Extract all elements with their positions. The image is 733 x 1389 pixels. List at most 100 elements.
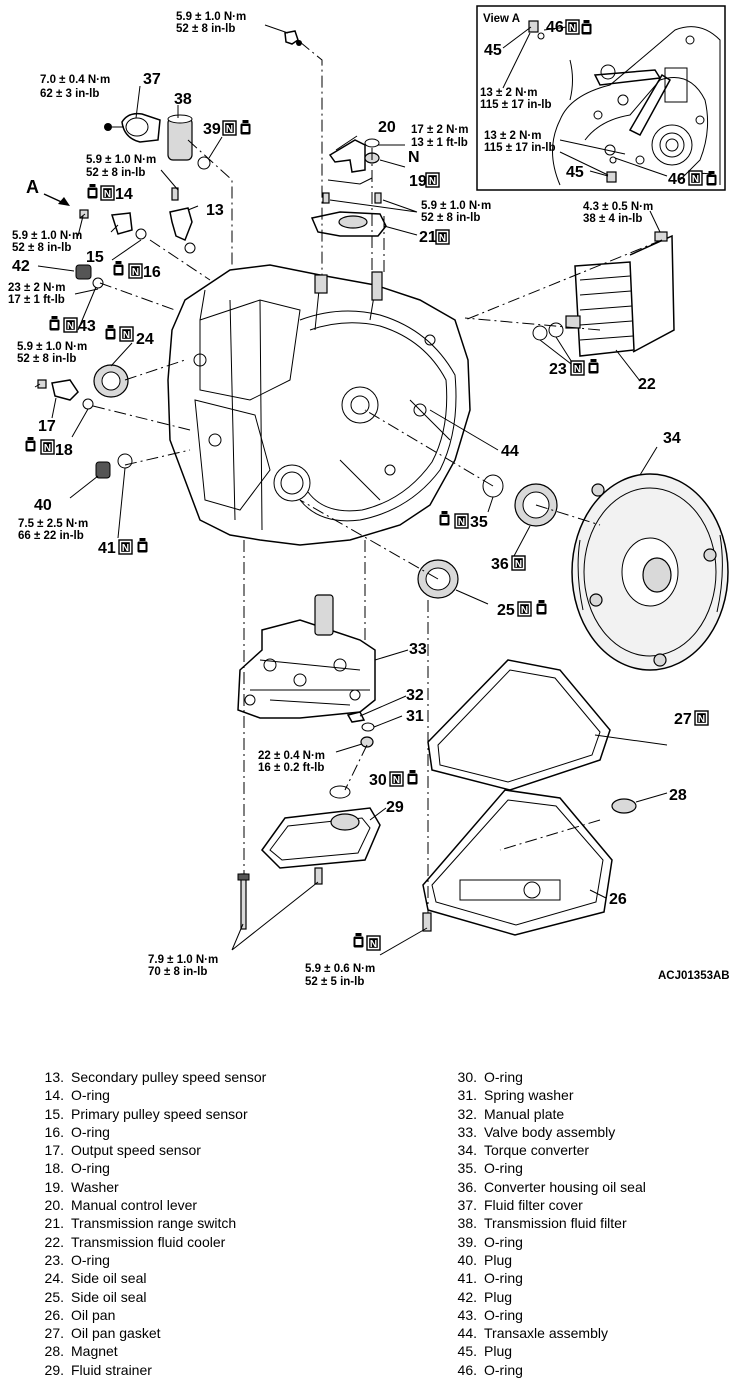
legend-number: 27. xyxy=(44,1325,64,1342)
callout-44: 44 xyxy=(501,443,519,460)
legend-item: 14.O-ring xyxy=(34,1086,266,1104)
svg-text:22 ± 0.4 N·m: 22 ± 0.4 N·m xyxy=(258,750,325,762)
callout-29: 29 xyxy=(386,799,404,816)
legend-item: 35.O-ring xyxy=(447,1159,646,1177)
legend-number: 45. xyxy=(457,1343,477,1360)
callout-19-n: N xyxy=(408,149,420,166)
legend-number: 36. xyxy=(457,1178,477,1195)
callout-22: 22 xyxy=(638,376,656,393)
callout-20: 20 xyxy=(378,119,396,136)
callout-37: 37 xyxy=(143,71,161,88)
legend-number: 38. xyxy=(457,1215,477,1232)
callout-28: 28 xyxy=(669,787,687,804)
svg-text:7.0 ± 0.4 N·m: 7.0 ± 0.4 N·m xyxy=(40,74,110,86)
callout-24: 24 xyxy=(136,331,154,348)
svg-text:52 ± 8 in-lb: 52 ± 8 in-lb xyxy=(17,353,76,365)
legend-item: 31.Spring washer xyxy=(447,1086,646,1104)
svg-text:5.9 ± 1.0 N·m: 5.9 ± 1.0 N·m xyxy=(17,341,87,353)
legend-number: 31. xyxy=(457,1087,477,1104)
svg-text:17 ± 1 ft-lb: 17 ± 1 ft-lb xyxy=(8,294,65,306)
legend-part-name: Transmission range switch xyxy=(71,1215,237,1232)
svg-text:16 ± 0.2 ft-lb: 16 ± 0.2 ft-lb xyxy=(258,762,324,774)
svg-text:115 ± 17 in-lb: 115 ± 17 in-lb xyxy=(484,142,556,154)
callout-31: 31 xyxy=(406,708,424,725)
legend-part-name: Side oil seal xyxy=(71,1270,147,1287)
svg-text:13 ± 2 N·m: 13 ± 2 N·m xyxy=(480,87,537,99)
view-a-title: View A xyxy=(483,13,520,25)
legend-number: 35. xyxy=(457,1160,477,1177)
callout-32: 32 xyxy=(406,687,424,704)
legend-item: 33.Valve body assembly xyxy=(447,1123,646,1141)
svg-text:46: 46 xyxy=(546,19,564,36)
svg-text:52 ± 8 in-lb: 52 ± 8 in-lb xyxy=(421,212,480,224)
legend-number: 28. xyxy=(44,1343,64,1360)
legend-part-name: O-ring xyxy=(484,1270,523,1287)
callout-13: 13 xyxy=(206,202,224,219)
legend-number: 25. xyxy=(44,1288,64,1305)
legend-item: 21. Transmission range switch xyxy=(34,1214,266,1232)
legend-item: 16. O-ring xyxy=(34,1123,266,1141)
legend-part-name: O-ring xyxy=(71,1123,110,1140)
callout-18: 18 xyxy=(55,442,73,459)
callout-17: 17 xyxy=(38,418,56,435)
legend-part-name: Washer xyxy=(71,1178,119,1195)
legend-item: 25.Side oil seal xyxy=(34,1288,266,1306)
legend-part-name: Manual plate xyxy=(484,1105,565,1122)
legend-item: 39. O-ring xyxy=(447,1233,646,1251)
legend-item: 15. Primary pulley speed sensor xyxy=(34,1105,266,1123)
callout-14: 14 xyxy=(115,186,133,203)
legend-item: 18.O-ring xyxy=(34,1159,266,1177)
legend-item: 28.Magnet xyxy=(34,1342,266,1360)
legend-number: 39. xyxy=(457,1233,477,1250)
legend-number: 15. xyxy=(44,1105,64,1122)
svg-text:4.3 ± 0.5 N·m: 4.3 ± 0.5 N·m xyxy=(583,201,653,213)
legend-part-name: Plug xyxy=(484,1288,513,1305)
legend-part-name: Oil pan gasket xyxy=(71,1325,161,1342)
legend-number: 16. xyxy=(44,1123,64,1140)
legend-item: 43.O-ring xyxy=(447,1306,646,1324)
seals-and-converter xyxy=(417,473,729,671)
legend-part-name: Plug xyxy=(484,1343,513,1360)
legend-item: 20. Manual control lever xyxy=(34,1196,266,1214)
callout-23: 23 xyxy=(549,361,567,378)
callout-27: 27 xyxy=(674,711,692,728)
legend-part-name: O-ring xyxy=(484,1306,523,1323)
legend-number: 40. xyxy=(457,1251,477,1268)
legend-number: 13. xyxy=(44,1069,64,1085)
svg-text:45: 45 xyxy=(566,164,584,181)
callout-33: 33 xyxy=(409,641,427,658)
callout-35: 35 xyxy=(470,514,488,531)
legend-part-name: Transaxle assembly xyxy=(484,1325,608,1342)
legend-number: 21. xyxy=(44,1215,64,1232)
legend-part-name: Oil pan xyxy=(71,1306,116,1323)
transaxle-case-drawing xyxy=(167,264,471,546)
legend-number: 26. xyxy=(44,1306,64,1323)
legend-item: 27. Oil pan gasket xyxy=(34,1324,266,1342)
callout-15: 15 xyxy=(86,249,104,266)
legend-number: 42. xyxy=(457,1288,477,1305)
legend-item: 37.Fluid filter cover xyxy=(447,1196,646,1214)
callout-26: 26 xyxy=(609,891,627,908)
legend-part-name: O-ring xyxy=(484,1233,523,1250)
svg-text:5.9 ± 0.6 N·m: 5.9 ± 0.6 N·m xyxy=(305,963,375,975)
callout-40: 40 xyxy=(34,497,52,514)
legend-number: 20. xyxy=(44,1197,64,1214)
legend-item: 23.O-ring xyxy=(34,1251,266,1269)
legend-number: 22. xyxy=(44,1233,64,1250)
legend-part-name: Primary pulley speed sensor xyxy=(71,1105,248,1122)
callout-30: 30 xyxy=(369,772,387,789)
legend-number: 24. xyxy=(44,1270,64,1287)
view-a-arrow-icon xyxy=(58,197,70,206)
legend-part-name: Fluid filter cover xyxy=(484,1197,583,1214)
legend-number: 19. xyxy=(44,1178,64,1195)
legend-item: 19. Washer xyxy=(34,1178,266,1196)
svg-text:5.9 ± 1.0 N·m: 5.9 ± 1.0 N·m xyxy=(421,200,491,212)
legend-part-name: Manual control lever xyxy=(71,1197,198,1214)
svg-text:17 ± 2 N·m: 17 ± 2 N·m xyxy=(411,124,468,136)
legend-item: 22.Transmission fluid cooler xyxy=(34,1233,266,1251)
legend-number: 23. xyxy=(44,1251,64,1268)
legend-part-name: Transmission fluid filter xyxy=(484,1215,627,1232)
legend-part-name: O-ring xyxy=(484,1069,523,1085)
